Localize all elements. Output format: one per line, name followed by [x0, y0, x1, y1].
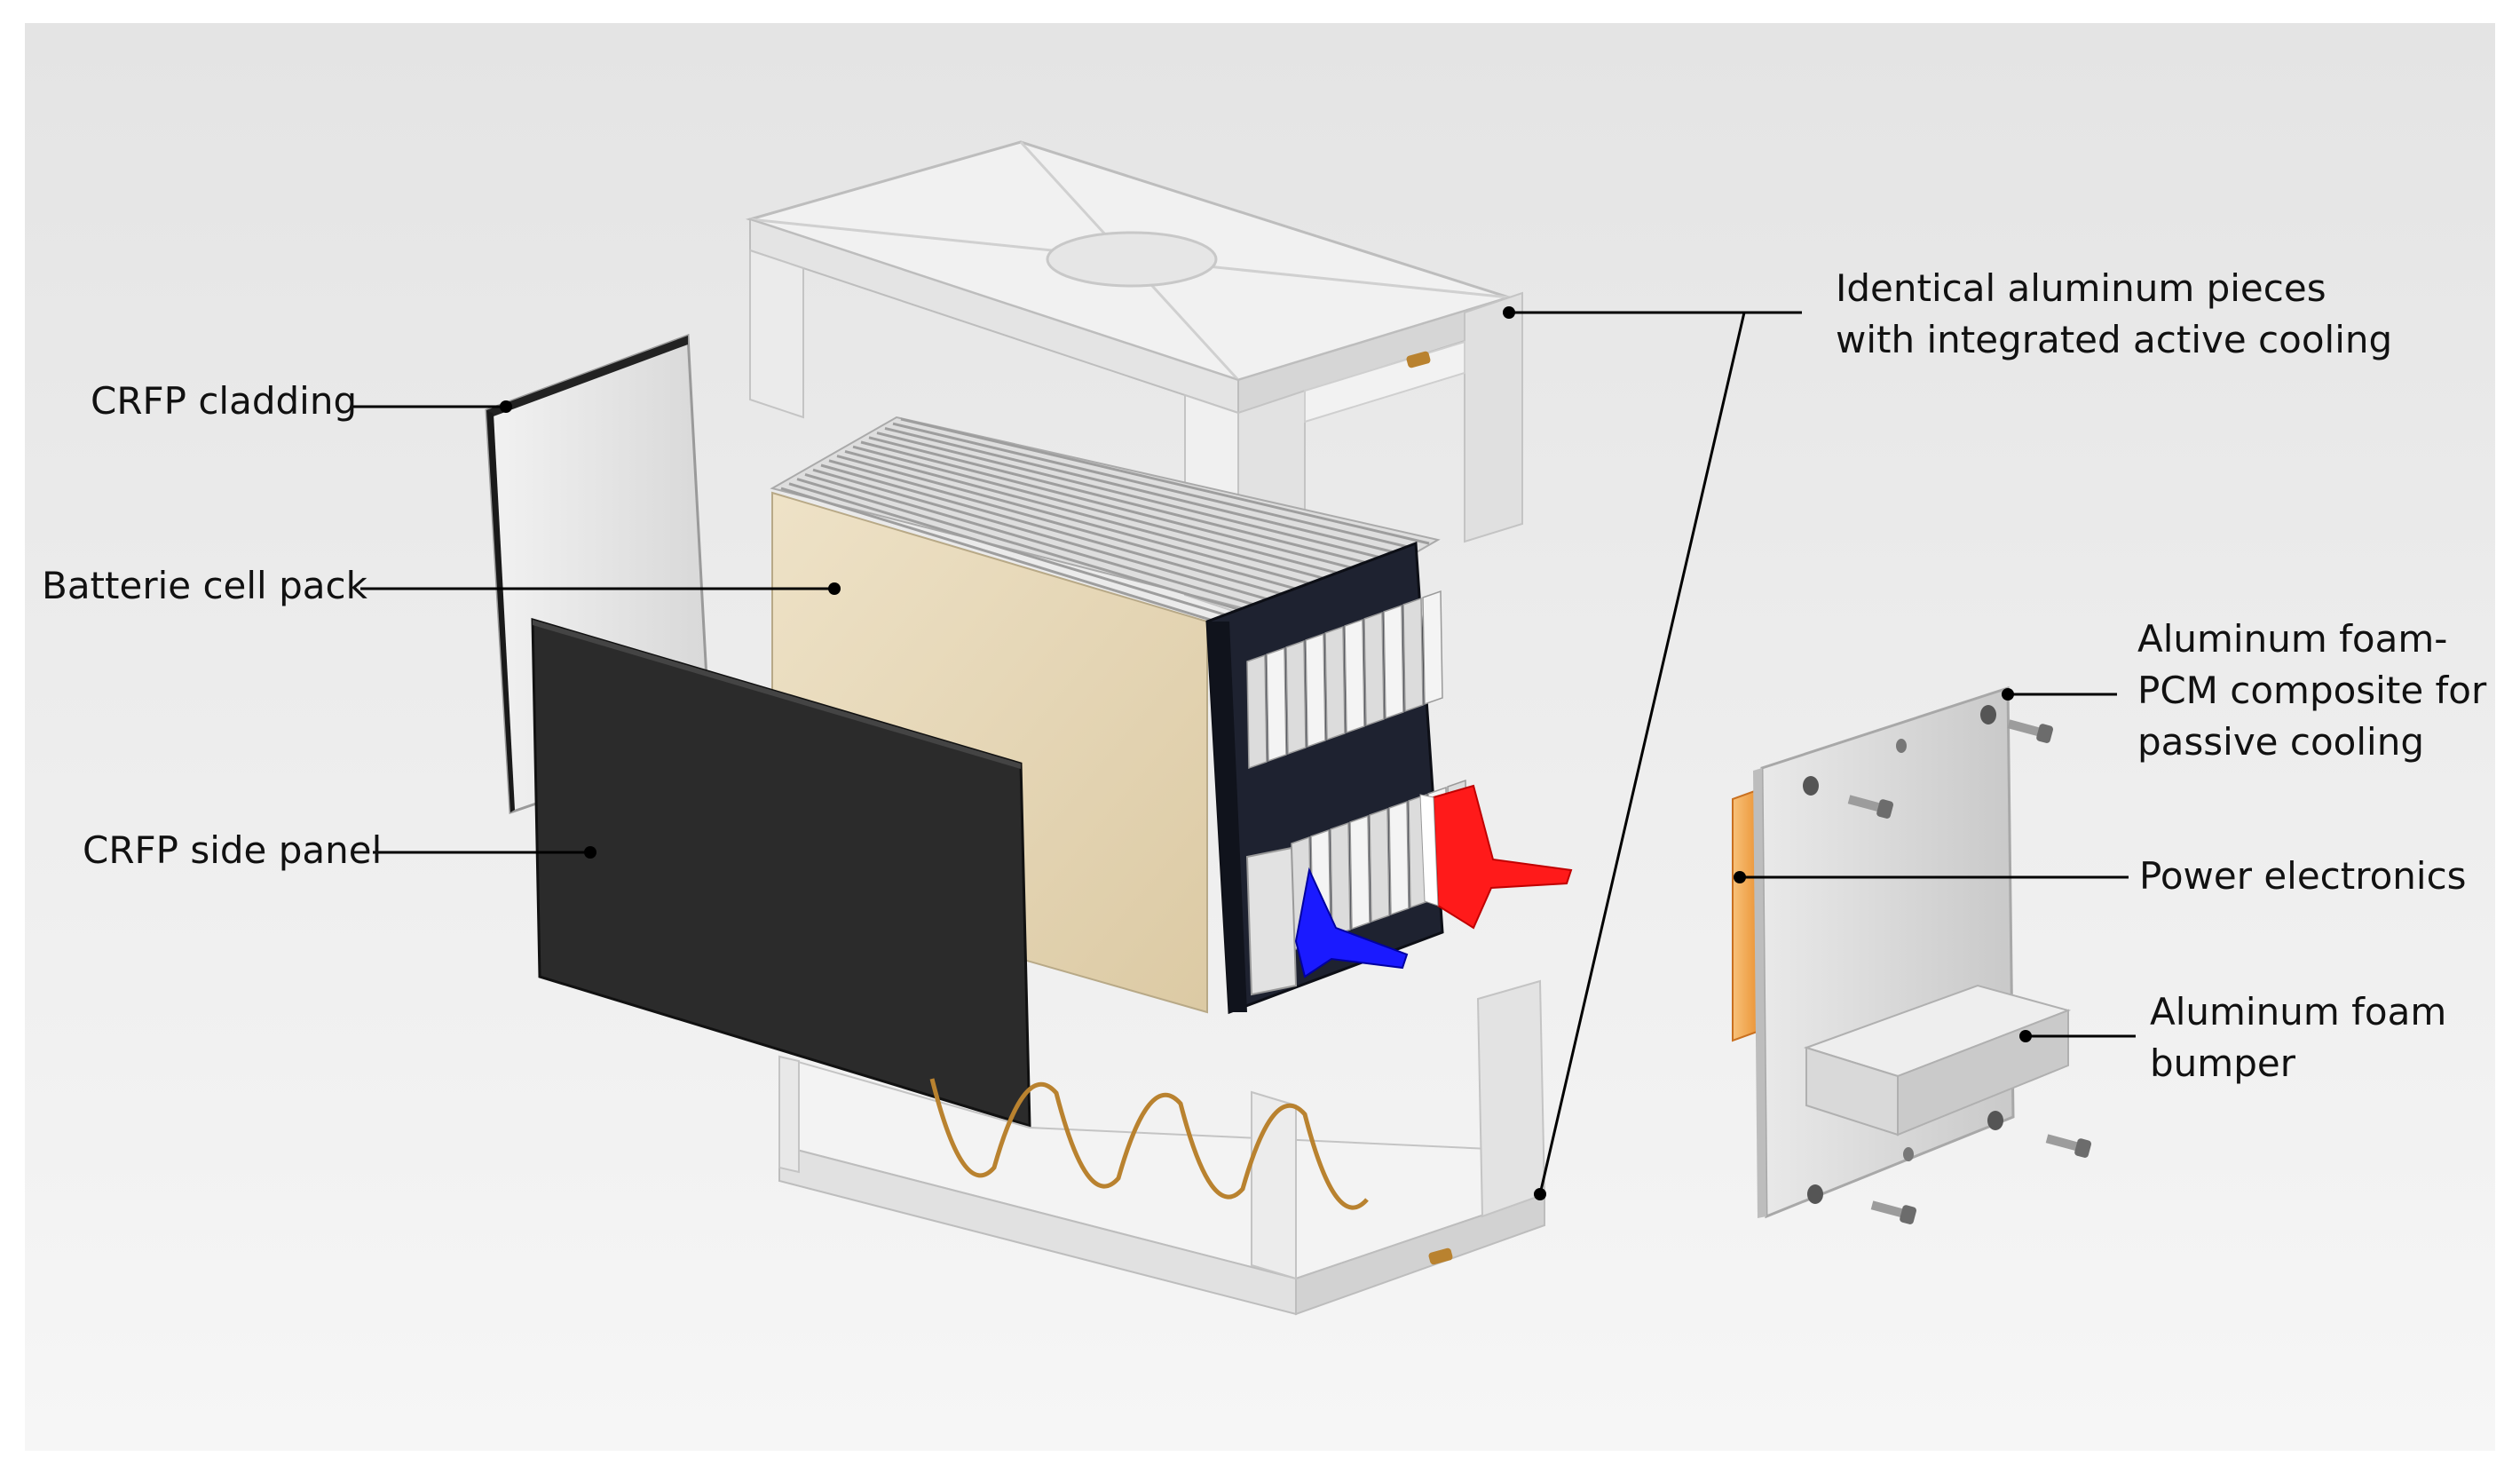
crfp-side-panel	[531, 617, 1031, 1129]
cooling-fin	[1330, 821, 1351, 938]
bottom-aluminum-housing	[778, 979, 1546, 1316]
cooling-fin	[1388, 800, 1410, 916]
label-crfp-cladding: CRFP cladding	[91, 376, 357, 427]
label-battery-cell-pack: Batterie cell pack	[42, 560, 367, 612]
cell-separator-line	[884, 426, 1402, 556]
cooling-fin	[1402, 597, 1424, 713]
label-battery-cell-pack-text: Batterie cell pack	[42, 564, 367, 607]
cell-separator-line	[852, 445, 1345, 576]
cooling-fin	[1246, 653, 1268, 770]
cooling-fin	[1349, 814, 1371, 931]
cooling-fin	[1422, 590, 1443, 706]
cooling-fin	[1305, 632, 1326, 748]
cell-separator-line	[812, 468, 1274, 602]
label-aluminum-pieces-line-2: with integrated active cooling	[1836, 318, 2393, 361]
label-crfp-cladding-text: CRFP cladding	[91, 379, 358, 423]
cooling-fin	[1369, 807, 1390, 923]
cell-separator-line	[804, 472, 1260, 607]
cell-separator-line	[876, 432, 1387, 561]
cell-separator-line	[820, 463, 1288, 598]
label-aluminum-pieces-line-1: Identical aluminum pieces	[1836, 266, 2326, 310]
cell-separator-line	[780, 487, 1217, 623]
cooling-fin	[1363, 611, 1385, 727]
cell-separator-line	[844, 449, 1331, 582]
label-power-electronics: Power electronics	[2139, 851, 2467, 902]
label-aluminum-foam-bumper-line-1: Aluminum foam	[2150, 990, 2447, 1033]
cooling-fin	[1383, 604, 1404, 720]
cold-coolant-connector	[1294, 867, 1409, 978]
cell-separator-line	[836, 455, 1316, 587]
label-crfp-side-panel: CRFP side panel	[83, 825, 382, 876]
leader-lines	[352, 311, 2136, 1195]
label-crfp-side-panel-text: CRFP side panel	[83, 828, 383, 872]
cooling-fin	[1285, 639, 1307, 756]
cell-separator-line	[868, 436, 1373, 566]
label-aluminum-foam-bumper: Aluminum foam bumper	[2150, 986, 2446, 1089]
mounting-screws	[1847, 719, 2092, 1224]
leader-aluminum-pieces-diagonal	[1538, 312, 1746, 1195]
label-aluminum-foam-pcm-line-2: PCM composite for	[2137, 669, 2487, 712]
cell-separator-line	[828, 459, 1302, 592]
cell-separator-line	[860, 440, 1359, 571]
cooling-fin	[1266, 646, 1287, 763]
hot-coolant-connector	[1419, 784, 1573, 930]
label-aluminum-foam-pcm-line-3: passive cooling	[2137, 720, 2424, 764]
cooling-fin	[1344, 618, 1365, 734]
cell-separator-line	[900, 417, 1430, 545]
cooling-fin	[1324, 625, 1346, 741]
leader-dots	[500, 306, 2032, 1200]
cell-separator-line	[788, 482, 1231, 618]
label-aluminum-foam-bumper-line-2: bumper	[2150, 1041, 2295, 1085]
label-aluminum-pieces: Identical aluminum pieces with integrate…	[1836, 263, 2392, 366]
cell-separator-line	[892, 422, 1416, 550]
label-power-electronics-text: Power electronics	[2139, 854, 2467, 898]
label-aluminum-foam-pcm-line-1: Aluminum foam-	[2137, 617, 2448, 661]
cell-separator-line	[796, 478, 1245, 613]
label-aluminum-foam-pcm: Aluminum foam- PCM composite for passive…	[2137, 614, 2486, 768]
top-aluminum-housing	[745, 140, 1523, 614]
